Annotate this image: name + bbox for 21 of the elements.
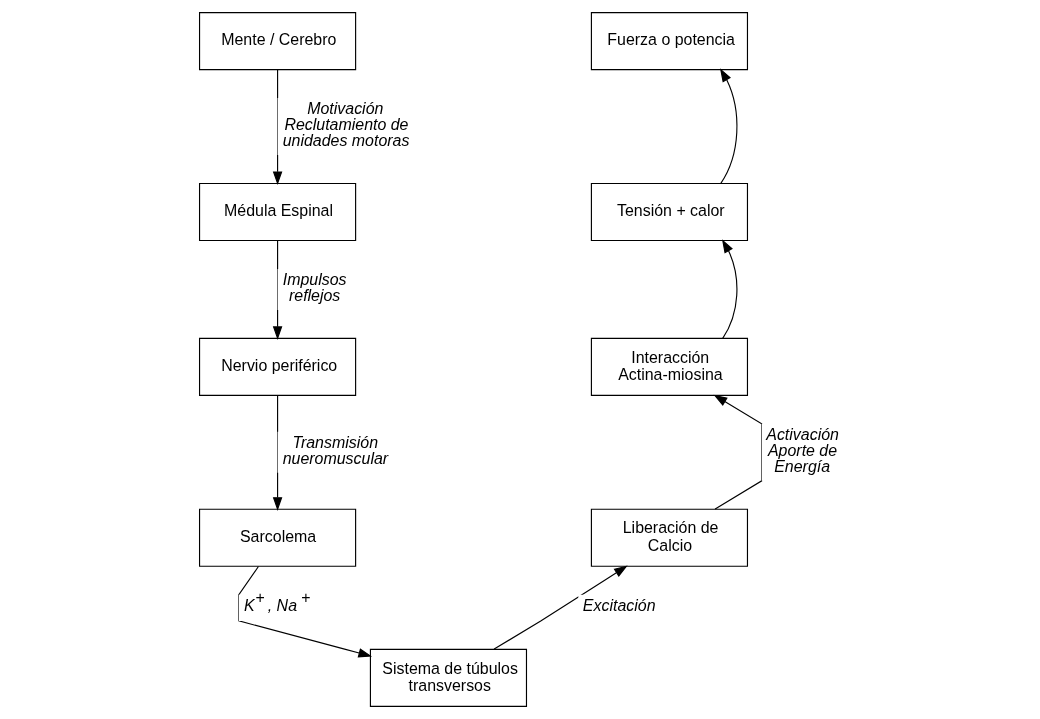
node-box: Tensión + calor xyxy=(590,182,748,242)
node-box: Sarcolema xyxy=(198,508,356,567)
node-box: Liberación de Calcio xyxy=(590,508,748,567)
edge-label: Activación Aporte de Energía xyxy=(765,426,839,475)
node-box: Interacción Actina-miosina xyxy=(590,337,748,396)
edge-label: Transmisión nueromuscular xyxy=(282,434,388,467)
arrow xyxy=(493,565,628,650)
arrow xyxy=(272,240,282,341)
node-box: Fuerza o potencia xyxy=(590,12,748,71)
node-box: Mente / Cerebro xyxy=(198,12,356,71)
edge-label: Motivación Reclutamiento de unidades motoras xyxy=(282,100,409,150)
node-box: Sistema de túbulos transversos xyxy=(369,648,527,707)
node-box: Nervio periférico xyxy=(198,337,356,396)
arrow xyxy=(719,68,737,184)
arrow xyxy=(721,239,737,339)
node-box: Médula Espinal xyxy=(198,182,356,242)
arrow xyxy=(713,394,762,510)
edge-label: Impulsos reflejos xyxy=(282,271,346,305)
arrow xyxy=(272,69,282,186)
arrow xyxy=(272,394,282,511)
edge-label: Excitación xyxy=(582,597,656,615)
